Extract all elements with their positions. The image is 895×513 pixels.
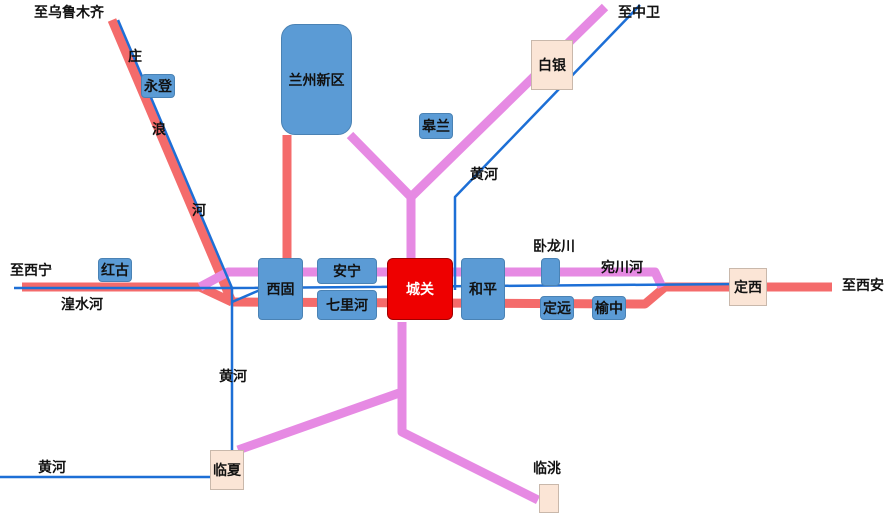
line-urumqi-thin <box>116 19 234 289</box>
label-yellow-river-north: 黄河 <box>470 167 498 183</box>
station-gaolan[interactable]: 皋兰 <box>419 113 453 139</box>
station-lanzhou-new-area[interactable]: 兰州新区 <box>281 24 352 135</box>
station-yuzhong[interactable]: 榆中 <box>592 296 626 320</box>
label-he-river: 河 <box>192 203 206 219</box>
station-xigu[interactable]: 西固 <box>258 258 303 320</box>
line-chengguan-to-lintao <box>397 322 541 505</box>
label-yellow-river-south: 黄河 <box>219 369 247 385</box>
station-baiyin[interactable]: 白银 <box>531 40 573 90</box>
label-lang: 浪 <box>152 122 166 138</box>
conventional-lines <box>0 4 739 479</box>
station-dingxi[interactable]: 定西 <box>729 268 767 306</box>
label-huangshui-river: 湟水河 <box>61 297 103 313</box>
label-wanchuan-river: 宛川河 <box>601 260 643 276</box>
line-new-area-to-chengguan <box>346 131 416 260</box>
line-linxia-to-chengguan <box>236 387 404 455</box>
label-to-zhongwei: 至中卫 <box>618 5 660 21</box>
station-dingyuan[interactable]: 定远 <box>540 296 574 320</box>
label-lintao: 临洮 <box>533 461 561 477</box>
intercity-lines <box>197 3 667 505</box>
label-to-xining: 至西宁 <box>10 263 52 279</box>
station-qilihe[interactable]: 七里河 <box>317 290 377 320</box>
line-baiyin-to-chengguan <box>407 3 609 201</box>
line-zhongwei <box>453 4 641 290</box>
label-to-xian: 至西安 <box>842 278 884 294</box>
station-anning[interactable]: 安宁 <box>317 258 377 284</box>
label-yellow-river-west: 黄河 <box>38 460 66 476</box>
station-chengguan-hub[interactable]: 城关 <box>387 258 453 320</box>
station-honggu[interactable]: 红古 <box>98 258 132 282</box>
station-yongdeng[interactable]: 永登 <box>141 74 175 98</box>
station-wolongchuan[interactable] <box>541 258 560 286</box>
station-heping[interactable]: 和平 <box>461 258 505 320</box>
label-zhuang: 庄 <box>128 49 142 65</box>
line-thin-central <box>231 288 261 304</box>
label-to-urumqi: 至乌鲁木齐 <box>34 5 104 21</box>
station-lintao[interactable] <box>539 484 559 513</box>
line-urumqi-to-lanzhou <box>107 18 237 304</box>
station-linxia[interactable]: 临夏 <box>210 450 244 490</box>
label-wolongchuan: 卧龙川 <box>533 239 575 255</box>
